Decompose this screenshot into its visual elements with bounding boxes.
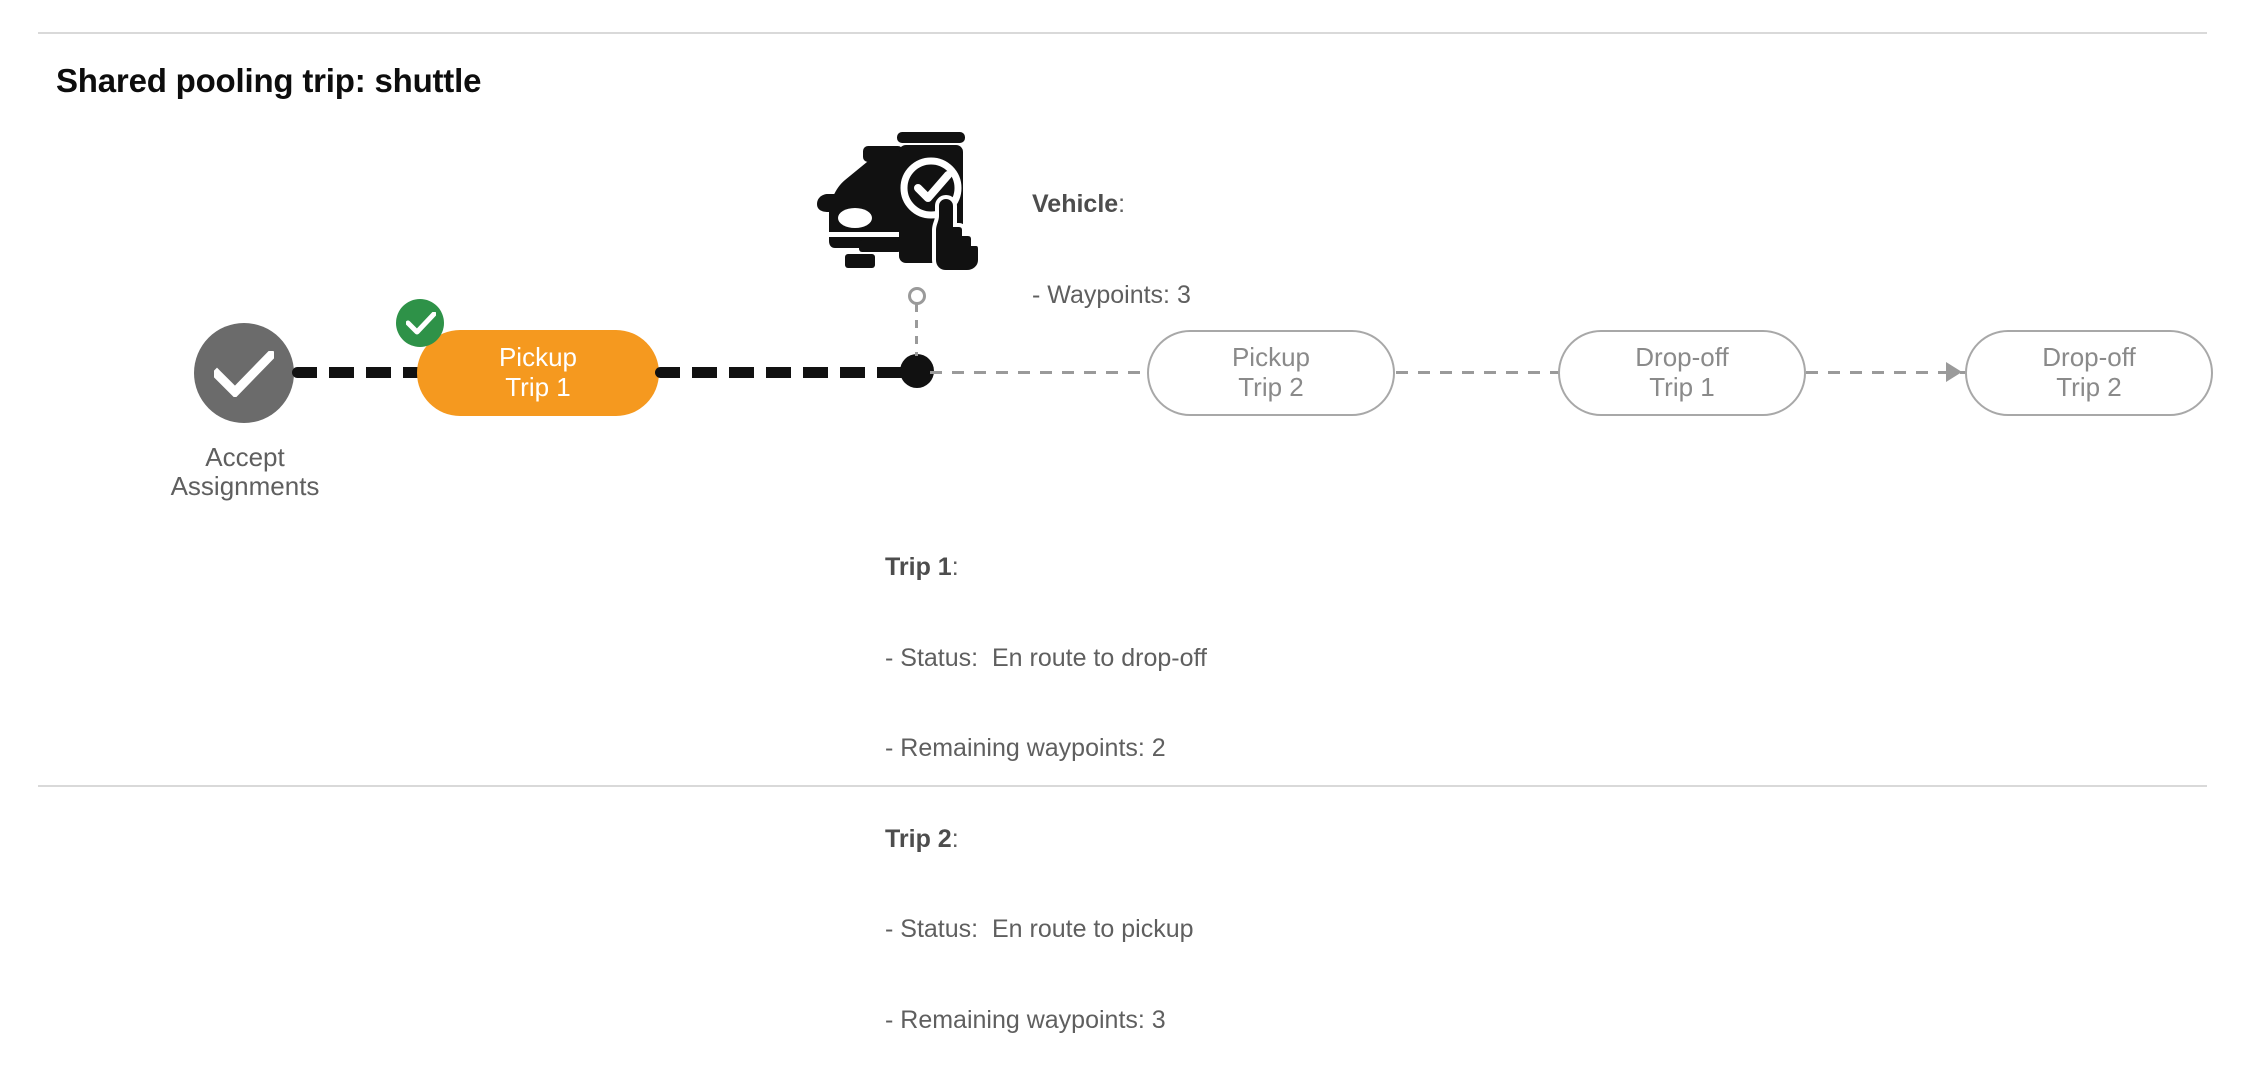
trip-2-heading-text: Trip 2 (885, 824, 952, 853)
divider-bottom (38, 785, 2207, 787)
page-title: Shared pooling trip: shuttle (56, 62, 482, 99)
trip-1-heading: Trip 1: (885, 553, 1207, 582)
trip-1-heading-suffix: : (951, 553, 959, 581)
car-phone-check-icon (815, 118, 982, 274)
trip-2-heading-suffix: : (951, 824, 959, 853)
vehicle-heading-suffix: : (1118, 190, 1126, 218)
trip-1-status-line: - Status: En route to drop-off (885, 643, 1207, 672)
path-pickup-trip-1-to-vehicle (655, 367, 915, 378)
vehicle-info-block: Vehicle: - Waypoints: 3 (1032, 133, 1191, 343)
trip-1-waypoints-line: - Remaining waypoints: 2 (885, 734, 1166, 762)
path-accept-to-pickup-trip-1 (292, 367, 422, 378)
path-arrow-icon (1946, 362, 1962, 382)
accept-label-line-1: Accept (205, 442, 285, 472)
stop-label-line-1: Drop-off (1635, 342, 1729, 373)
stop-label-line-1: Drop-off (2042, 342, 2136, 373)
path-pickup-trip-2-to-dropoff-trip-1 (1396, 371, 1560, 374)
stop-label-line-2: Trip 2 (2056, 372, 2122, 402)
stop-label-line-1: Pickup (1231, 342, 1311, 373)
vehicle-anchor-circle-icon (908, 287, 926, 305)
stop-label-line-2: Trip 2 (1238, 372, 1304, 402)
stop-label-line-1: Pickup (498, 342, 578, 373)
trip-2-heading: Trip 2: (885, 825, 1207, 854)
trip-timeline-canvas: Accept Assignments Pickup Trip 1 (110, 118, 2213, 502)
trip-1-heading-text: Trip 1 (885, 553, 952, 581)
completed-check-badge (396, 299, 444, 347)
accept-label-line-2: Assignments (170, 471, 320, 502)
vehicle-info-heading: Vehicle: (1032, 190, 1191, 219)
stop-pickup-trip-1[interactable]: Pickup Trip 1 (417, 330, 659, 416)
stop-dropoff-trip-2[interactable]: Drop-off Trip 2 (1965, 330, 2213, 416)
trip-2-waypoints-line: - Remaining waypoints: 3 (885, 1005, 1166, 1034)
vehicle-waypoints-line: - Waypoints: 3 (1032, 280, 1191, 309)
stop-label-line-2: Trip 1 (1649, 372, 1715, 402)
stop-pickup-trip-2[interactable]: Pickup Trip 2 (1147, 330, 1395, 416)
stop-label-line-2: Trip 1 (505, 372, 571, 402)
divider-top (38, 32, 2207, 34)
accept-assignments-label: Accept Assignments (110, 442, 380, 502)
trip-info-block: Trip 1: - Status: En route to drop-off -… (885, 496, 1207, 1068)
stop-dropoff-trip-1[interactable]: Drop-off Trip 1 (1558, 330, 1806, 416)
accept-assignments-node[interactable] (194, 323, 294, 423)
vehicle-heading-text: Vehicle (1032, 190, 1119, 218)
trip-2-status-line: - Status: En route to pickup (885, 915, 1194, 943)
vehicle-position-dot[interactable] (900, 354, 934, 388)
path-vehicle-to-pickup-trip-2 (930, 371, 1150, 374)
vehicle-leader-line (915, 304, 918, 356)
path-dropoff-trip-1-to-dropoff-trip-2 (1806, 371, 1966, 374)
